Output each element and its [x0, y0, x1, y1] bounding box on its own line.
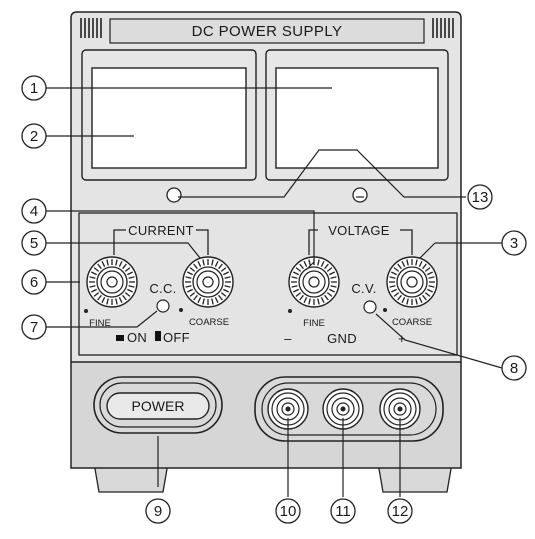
title-plate [109, 18, 425, 44]
callout-13: 13 [467, 184, 493, 210]
callout-10: 10 [275, 498, 301, 524]
led-left [166, 187, 182, 203]
callout-8: 8 [501, 355, 527, 381]
callout-3: 3 [501, 230, 527, 256]
terminal-positive[interactable] [379, 388, 421, 430]
current-fine-label: FINE [89, 318, 111, 329]
callout-number: 6 [30, 274, 38, 291]
callout-6: 6 [21, 269, 47, 295]
callout-number: 8 [510, 360, 518, 377]
callout-number: 1 [30, 80, 38, 97]
plus-label: + [398, 331, 406, 346]
off-label: OFF [163, 330, 190, 345]
current-display [91, 67, 247, 169]
cv-label: C.V. [351, 281, 376, 296]
voltage-fine-label: FINE [303, 318, 325, 329]
current-fine-knob[interactable] [86, 256, 138, 308]
leader-lines [46, 87, 503, 497]
callout-number: 7 [30, 319, 38, 336]
terminal-gnd[interactable] [322, 388, 364, 430]
minus-label: – [284, 331, 292, 346]
callout-4: 4 [21, 198, 47, 224]
callout-1: 1 [21, 75, 47, 101]
callout-number: 5 [30, 235, 38, 252]
voltage-bracket [308, 229, 413, 255]
callout-5: 5 [21, 230, 47, 256]
voltage-fine-knob[interactable] [288, 256, 340, 308]
vent-right [432, 18, 454, 38]
panel-title: DC POWER SUPPLY [192, 23, 343, 40]
gnd-label: GND [327, 331, 357, 346]
callout-number: 3 [510, 235, 518, 252]
callout-11: 11 [330, 498, 356, 524]
voltage-coarse-label: COARSE [392, 317, 432, 328]
on-symbol [116, 335, 124, 341]
callout-12: 12 [387, 498, 413, 524]
vent-left [80, 18, 102, 38]
callout-number: 9 [154, 503, 162, 520]
voltage-coarse-knob[interactable] [386, 256, 438, 308]
current-coarse-knob[interactable] [182, 256, 234, 308]
callout-number: 11 [335, 503, 351, 520]
voltage-label: VOLTAGE [328, 223, 390, 238]
terminal-negative[interactable] [267, 388, 309, 430]
led-right [352, 187, 368, 203]
callout-number: 4 [30, 203, 38, 220]
power-button[interactable] [106, 392, 210, 420]
power-label: POWER [132, 398, 185, 414]
callout-9: 9 [145, 498, 171, 524]
voltage-display [275, 67, 439, 169]
cc-led [156, 299, 170, 313]
on-label: ON [127, 330, 147, 345]
control-panel [78, 212, 458, 356]
current-label: CURRENT [128, 223, 194, 238]
callout-2: 2 [21, 123, 47, 149]
cv-led [363, 300, 377, 314]
callout-7: 7 [21, 314, 47, 340]
callout-number: 13 [472, 189, 489, 206]
current-bracket [113, 229, 209, 255]
cc-label: C.C. [149, 281, 176, 296]
current-coarse-label: COARSE [189, 317, 229, 328]
off-symbol [155, 331, 161, 341]
callout-number: 12 [392, 503, 409, 520]
callout-number: 10 [280, 503, 297, 520]
callout-number: 2 [30, 128, 38, 145]
